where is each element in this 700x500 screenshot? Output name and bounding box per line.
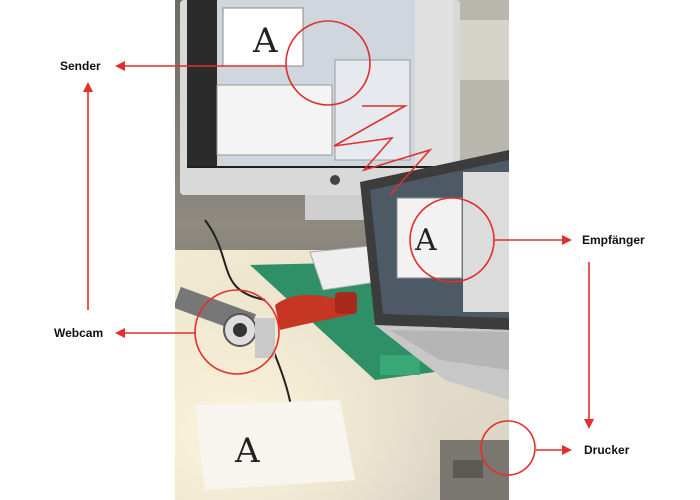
label-sender: Sender	[60, 59, 101, 73]
printer	[440, 440, 509, 500]
sender-highlight-circle	[285, 20, 371, 106]
signal-zigzag	[333, 105, 433, 196]
photo: A A A	[175, 0, 509, 500]
drucker-highlight-circle	[480, 420, 536, 476]
arrowhead-webcam-up	[83, 82, 93, 92]
arrowhead-sender	[115, 61, 125, 71]
arrowhead-drucker	[562, 445, 572, 455]
svg-text:A: A	[234, 431, 260, 471]
webcam	[175, 286, 275, 358]
label-webcam: Webcam	[54, 326, 104, 340]
label-empfaenger: Empfänger	[582, 233, 645, 247]
arrowhead-empfaenger	[562, 235, 572, 245]
label-drucker: Drucker	[584, 443, 630, 457]
arrowhead-drucker-down	[584, 419, 594, 429]
imac-monitor: A	[180, 0, 460, 220]
laptop: A	[360, 150, 509, 400]
desk-lamp	[275, 292, 357, 330]
empfaenger-highlight-circle	[409, 197, 495, 283]
webcam-highlight-circle	[194, 289, 280, 375]
paper-sheet: A	[195, 400, 355, 490]
arrowhead-webcam	[115, 328, 125, 338]
svg-text:A: A	[252, 21, 278, 61]
svg-text:A: A	[414, 223, 437, 258]
